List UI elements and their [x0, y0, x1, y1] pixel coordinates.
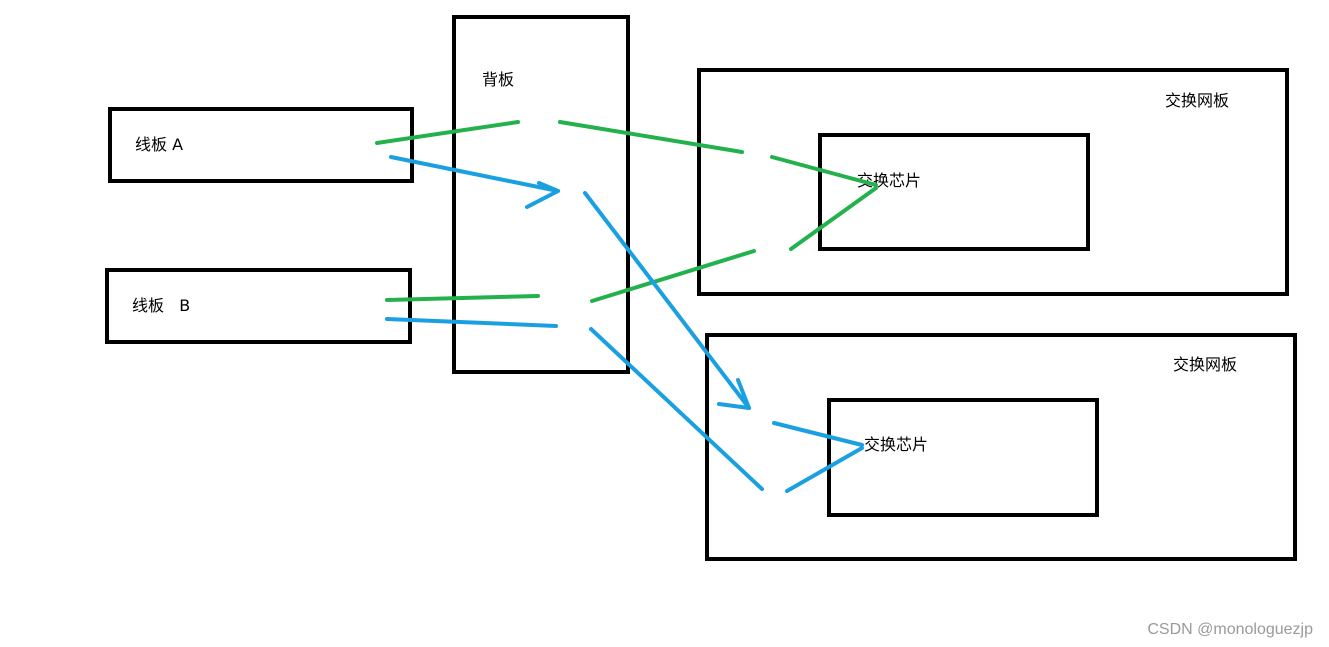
- green-paths: [375, 120, 878, 303]
- green-path-b-segment-1: [385, 294, 540, 302]
- switch-chip-1-box: [818, 133, 1090, 251]
- switch-chip-2-label: 交换芯片: [864, 435, 928, 454]
- switch-chip-2-box: [827, 398, 1099, 517]
- backplane-box: [452, 15, 630, 374]
- backplane-label: 背板: [482, 70, 514, 89]
- switch-board-1-box: [697, 68, 1289, 296]
- switch-board-1-label: 交换网板: [1165, 91, 1229, 110]
- line-card-a-label: 线板 A: [135, 135, 183, 154]
- switch-board-2-label: 交换网板: [1173, 355, 1237, 374]
- line-card-b-label: 线板 B: [132, 296, 190, 315]
- blue-path-b-segment-3: [785, 446, 864, 493]
- blue-path-b-segment-2: [589, 327, 764, 491]
- green-path-b-segment-3: [789, 186, 878, 251]
- switch-board-2-box: [705, 333, 1297, 561]
- green-path-a-segment-1: [375, 120, 520, 145]
- blue-path-b-segment-1: [385, 317, 558, 328]
- green-path-a-segment-2: [558, 120, 744, 154]
- blue-arrowhead-1: [525, 181, 560, 209]
- blue-arrowhead-2: [717, 378, 751, 410]
- watermark: CSDN @monologuezjp: [1147, 621, 1313, 638]
- green-path-b-segment-2: [590, 249, 756, 303]
- line-card-a-box: [108, 107, 414, 183]
- blue-path-a-segment-2: [583, 191, 751, 410]
- blue-path-a-segment-3: [772, 421, 864, 447]
- green-path-a-segment-3: [770, 155, 878, 187]
- line-card-b-box: [105, 268, 412, 344]
- blue-paths: [385, 155, 864, 493]
- blue-path-a-segment-1: [389, 155, 560, 193]
